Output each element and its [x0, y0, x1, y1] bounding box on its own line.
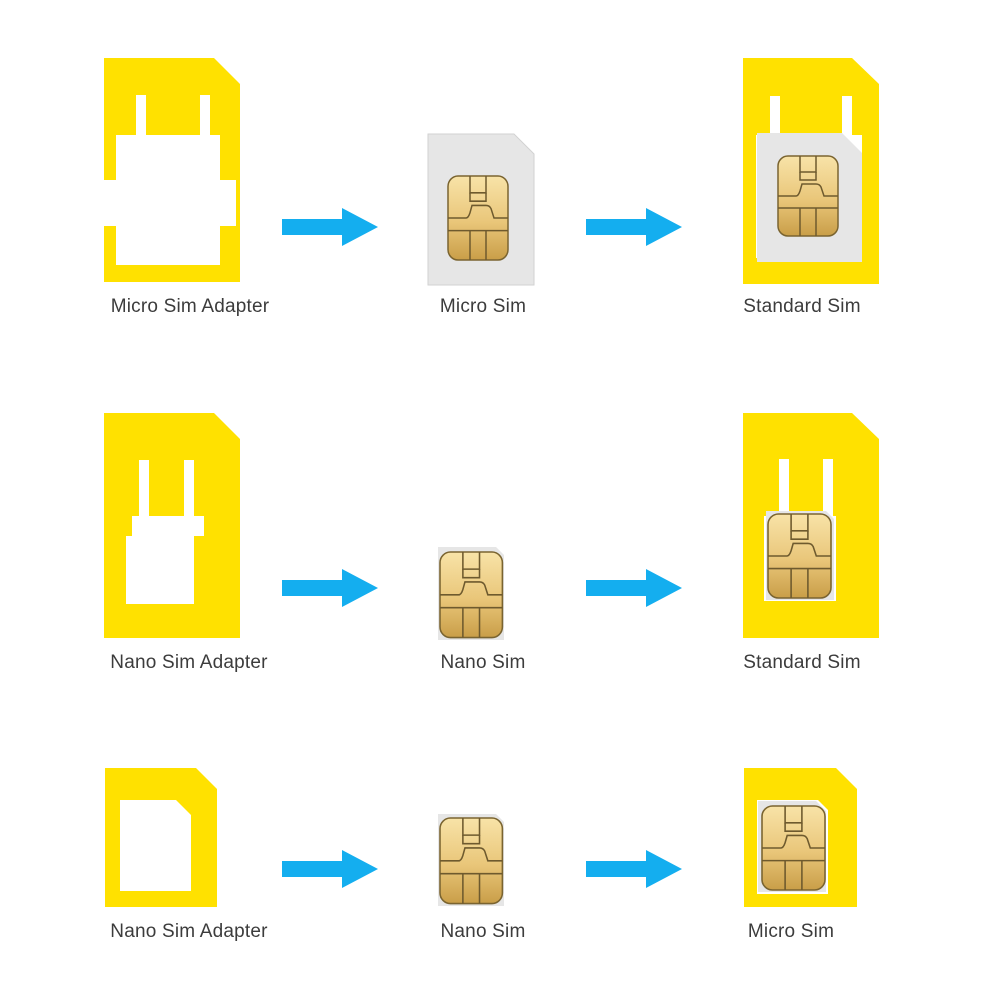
adapter-label: Nano Sim Adapter — [110, 652, 268, 673]
standard-sim-with-micro-insert-icon — [743, 58, 879, 284]
arrow-right-icon — [282, 569, 378, 607]
result-label: Standard Sim — [743, 652, 861, 673]
result-label: Standard Sim — [743, 296, 861, 317]
adapter-label: Micro Sim Adapter — [110, 296, 270, 317]
nano-sim-card-icon — [438, 814, 504, 906]
sim-label: Nano Sim — [440, 921, 526, 942]
arrow-right-icon — [282, 850, 378, 888]
arrow-right-icon — [586, 569, 682, 607]
nano-sim-card-icon — [438, 547, 504, 640]
sim-label: Nano Sim — [440, 652, 526, 673]
micro-to-standard-adapter-icon — [104, 58, 240, 282]
micro-sim-card-icon — [427, 133, 535, 286]
standard-sim-with-nano-insert-icon — [743, 413, 879, 638]
sim-label: Micro Sim — [439, 296, 527, 317]
nano-to-standard-adapter-icon — [104, 413, 240, 638]
nano-to-micro-adapter-icon — [105, 768, 217, 907]
arrow-right-icon — [282, 208, 378, 246]
result-label: Micro Sim — [747, 921, 835, 942]
micro-sim-with-nano-insert-icon — [744, 768, 857, 907]
arrow-right-icon — [586, 850, 682, 888]
adapter-label: Nano Sim Adapter — [110, 921, 268, 942]
arrow-right-icon — [586, 208, 682, 246]
